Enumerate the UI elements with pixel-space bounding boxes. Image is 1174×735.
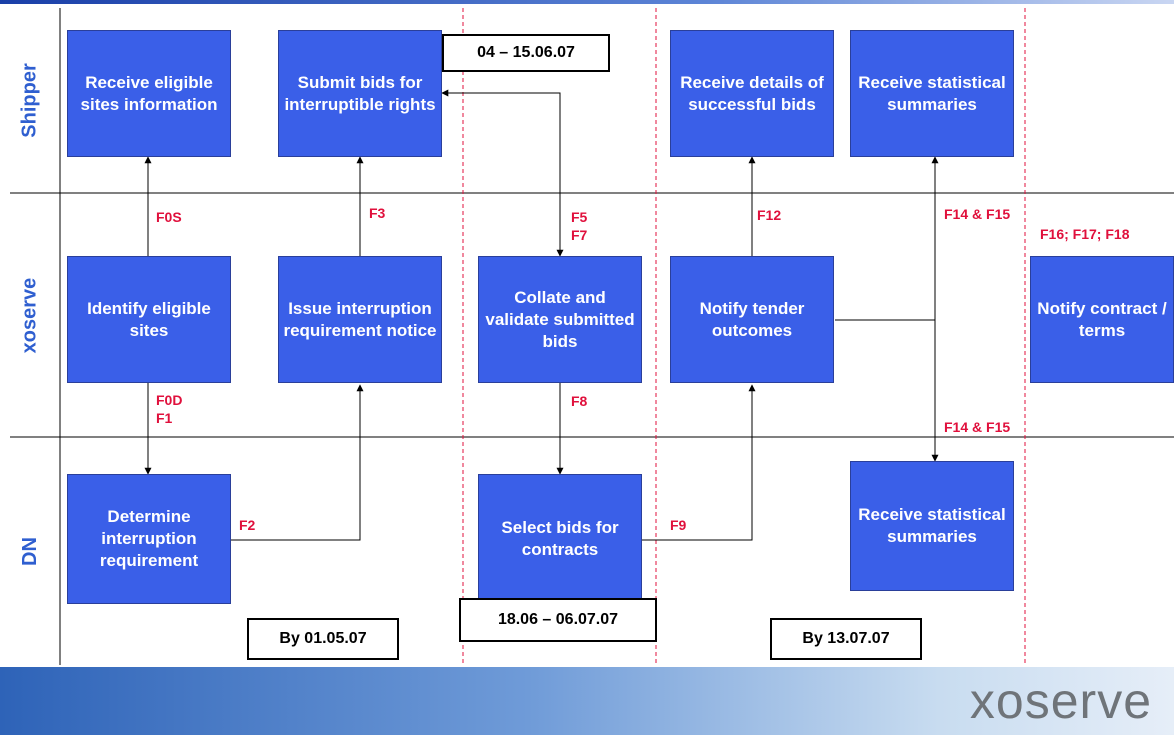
flow-label-f16-f18: F16; F17; F18: [1040, 226, 1130, 242]
box-collate-bids: Collate and validate submitted bids: [478, 256, 642, 383]
lane-label-dn: DN: [18, 536, 41, 566]
flow-label-f8: F8: [571, 393, 588, 409]
flow-label-f12: F12: [757, 207, 782, 223]
box-identify-sites: Identify eligible sites: [67, 256, 231, 383]
flow-label-f2: F2: [239, 517, 256, 533]
xoserve-logo: xoserve: [969, 673, 1152, 729]
box-issue-notice: Issue interruption requirement notice: [278, 256, 442, 383]
flow-label-f0d-f1: F0D F1: [156, 392, 183, 426]
box-select-bids: Select bids for contracts: [478, 474, 642, 604]
box-notify-outcomes: Notify tender outcomes: [670, 256, 834, 383]
flow-label-f14-f15-bottom: F14 & F15: [944, 419, 1011, 435]
date-box-bid-window: 04 – 15.06.07: [442, 34, 610, 72]
lane-label-xoserve: xoserve: [18, 277, 41, 353]
top-accent-bar: [0, 0, 1174, 4]
date-box-by-1307: By 13.07.07: [770, 618, 922, 660]
box-receive-stats-shipper: Receive statistical summaries: [850, 30, 1014, 157]
flow-label-f5-f7: F5 F7: [571, 209, 588, 243]
box-receive-stats-dn: Receive statistical summaries: [850, 461, 1014, 591]
box-receive-details: Receive details of successful bids: [670, 30, 834, 157]
box-determine-requirement: Determine interruption requirement: [67, 474, 231, 604]
flow-label-f9: F9: [670, 517, 687, 533]
flow-label-f14-f15-top: F14 & F15: [944, 206, 1011, 222]
box-receive-eligible-sites: Receive eligible sites information: [67, 30, 231, 157]
box-notify-contract: Notify contract / terms: [1030, 256, 1174, 383]
flow-label-f3: F3: [369, 205, 386, 221]
connector-lines: [10, 8, 1174, 665]
footer-banner: [0, 667, 1174, 735]
box-submit-bids: Submit bids for interruptible rights: [278, 30, 442, 157]
lane-label-shipper: Shipper: [18, 63, 41, 138]
date-box-by-0105: By 01.05.07: [247, 618, 399, 660]
date-box-select-window: 18.06 – 06.07.07: [459, 598, 657, 642]
flow-label-f0s: F0S: [156, 209, 182, 225]
